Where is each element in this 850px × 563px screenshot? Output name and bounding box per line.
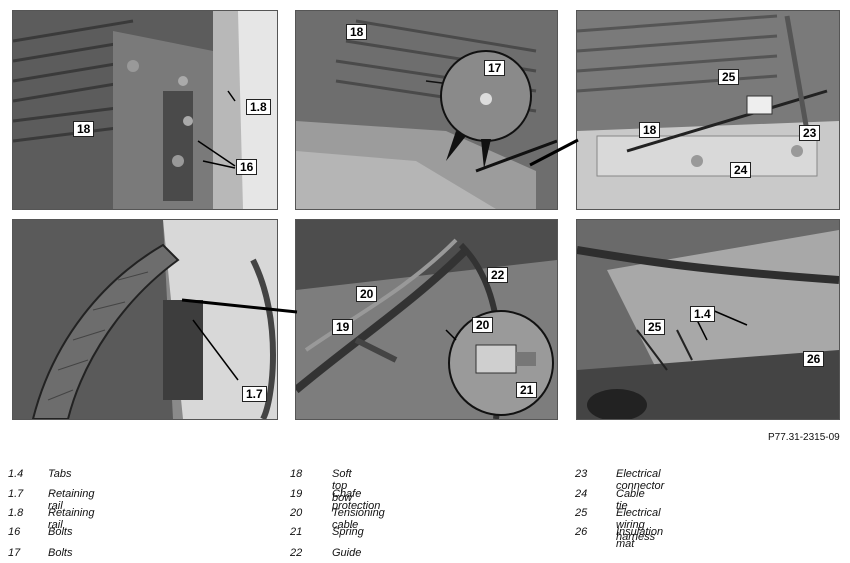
photo-panel-2: 18 17 (295, 10, 558, 210)
legend-label: Guide (332, 547, 362, 559)
legend-label: Retaining rail (48, 488, 95, 512)
callout-18: 18 (73, 121, 95, 137)
legend-number: 20 (290, 507, 303, 519)
callout-19: 19 (332, 319, 354, 335)
legend-number: 16 (8, 526, 21, 538)
callout-23: 23 (799, 125, 821, 141)
legend-label: Tensioning cable (332, 507, 385, 531)
callout-17: 17 (484, 60, 506, 76)
legend-number: 24 (575, 488, 588, 500)
photo-panel-4: 1.7 (12, 219, 278, 420)
legend-number: 19 (290, 488, 303, 500)
legend-number: 22 (290, 547, 303, 559)
legend-label: Bolts (48, 526, 73, 538)
callout-18: 18 (639, 122, 661, 138)
legend-number: 26 (575, 526, 588, 538)
callout-24: 24 (730, 162, 752, 178)
legend-label: Electrical wiring harness (616, 507, 661, 543)
legend-label: Spring (332, 526, 364, 538)
photo-panel-4-image (13, 220, 277, 419)
legend-label: Bolts (48, 547, 73, 559)
legend-number: 21 (290, 526, 303, 538)
legend-number: 23 (575, 468, 588, 480)
callout-16: 16 (236, 159, 258, 175)
legend-label: Tabs (48, 468, 72, 480)
photo-panel-3: 25 18 23 24 (576, 10, 840, 210)
photo-panel-3-image (577, 11, 839, 209)
callout-20: 20 (356, 286, 378, 302)
photo-panel-1-image (13, 11, 277, 209)
callout-1-8: 1.8 (246, 99, 271, 115)
photo-panel-6: 1.4 25 26 (576, 219, 840, 420)
callout-1-4: 1.4 (690, 306, 715, 322)
legend-label: Retaining rail (48, 507, 95, 531)
legend-label: Electrical connector (616, 468, 665, 492)
legend-label: Soft top bow (332, 468, 353, 504)
photo-panel-5: 22 20 19 20 21 (295, 219, 558, 420)
legend-number: 25 (575, 507, 588, 519)
callout-25: 25 (644, 319, 666, 335)
photo-panel-2-image (296, 11, 557, 209)
callout-25: 25 (718, 69, 740, 85)
photo-panel-1: 18 16 1.8 (12, 10, 278, 210)
legend-label: Insulation mat (616, 526, 664, 550)
legend-number: 18 (290, 468, 303, 480)
callout-21: 21 (516, 382, 538, 398)
legend-label: Cable tie (616, 488, 645, 512)
legend-number: 1.4 (8, 468, 24, 480)
legend-number: 1.7 (8, 488, 24, 500)
callout-20: 20 (472, 317, 494, 333)
legend-number: 1.8 (8, 507, 24, 519)
figure-reference: P77.31-2315-09 (768, 432, 840, 443)
callout-18: 18 (346, 24, 368, 40)
callout-22: 22 (487, 267, 509, 283)
legend-number: 17 (8, 547, 21, 559)
legend-label: Chafe protection (332, 488, 381, 512)
callout-26: 26 (803, 351, 825, 367)
callout-1-7: 1.7 (242, 386, 267, 402)
